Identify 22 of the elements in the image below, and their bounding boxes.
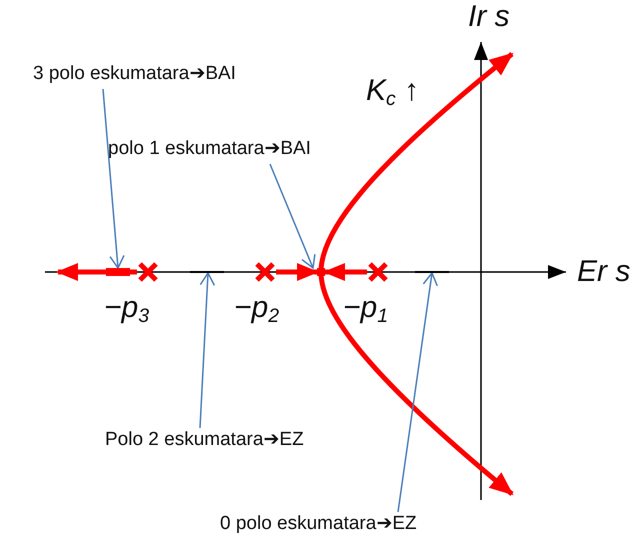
leader-line <box>397 272 438 512</box>
axis-label: Ir s <box>468 2 510 32</box>
locus-arrow <box>56 263 137 281</box>
axis-segment <box>415 271 449 273</box>
annotation-text: Polo 2 eskumatara➔EZ <box>105 430 304 451</box>
annotation-text: 0 polo eskumatara➔EZ <box>220 514 417 535</box>
leader-line <box>199 272 216 428</box>
annotation-text: 3 polo eskumatara➔BAI <box>33 64 236 85</box>
pole-label: −p$_{3}$ <box>104 293 150 326</box>
leader-line <box>102 88 125 269</box>
pole-cross <box>254 261 276 283</box>
axis-label: Er s <box>577 257 630 287</box>
axis-label: K$_{c}$ ↑ <box>366 76 420 110</box>
pole-label: −p$_{1}$ <box>343 293 388 326</box>
axis-segment <box>190 271 224 273</box>
pole-label: −p$_{2}$ <box>234 293 280 326</box>
leader-line <box>269 164 316 269</box>
locus-arrow <box>323 263 367 281</box>
annotation-text: polo 1 eskumatara➔BAI <box>108 139 311 160</box>
locus-arrow <box>276 263 319 281</box>
pole-cross <box>367 261 389 283</box>
pole-cross <box>137 261 159 283</box>
